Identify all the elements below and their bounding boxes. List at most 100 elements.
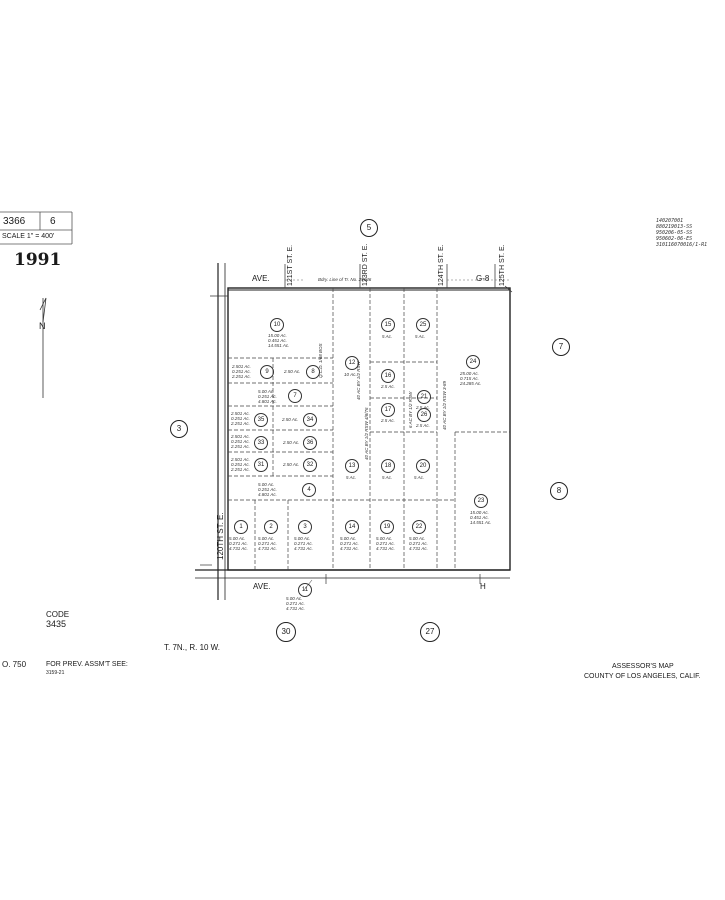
lot-acreage: 5 Ac. (382, 334, 393, 339)
lot-number: 3 (298, 520, 312, 534)
lot-number: 25 (416, 318, 430, 332)
lot-number: 23 (474, 494, 488, 508)
lot-acreage: 2.50 Ac. (282, 417, 299, 422)
lot-number: 15 (381, 318, 395, 332)
lot-number: 33 (254, 436, 268, 450)
revision-codes: 140207001 880219013-SS 950206-05-SS 9506… (656, 218, 707, 248)
map-year: 1991 (14, 250, 62, 270)
lot-acreage: 2.50 Ac. (283, 462, 300, 467)
vertical-note: 6 AC BY 1/2 RSW (408, 391, 413, 428)
north-arrow-icon: N (39, 321, 46, 331)
lot-acreage: 5.00 Ac.0.251 Ac.4.801 Ac. (258, 389, 277, 404)
lot-number: 17 (381, 403, 395, 417)
vertical-note: Q.C.D. 1/68 BOS (318, 343, 323, 378)
lot-number: 16 (381, 369, 395, 383)
code-value: 3435 (46, 619, 67, 629)
lot-number: 2 (264, 520, 278, 534)
lot-acreage: 5 Ac. (415, 334, 426, 339)
street-124th-label: 124TH ST. E. (438, 244, 445, 286)
lot-number: 11 (298, 583, 312, 597)
lot-acreage: 5 Ac. (382, 475, 393, 480)
lot-number: 31 (254, 458, 268, 472)
lot-acreage: 15.00 Ac.0.451 Ac.14.551 Ac. (470, 510, 492, 525)
street-ave-h-label: AVE. (253, 582, 271, 591)
street-125th-label: 125TH ST. E. (499, 244, 506, 286)
lot-acreage: 5 Ac. (346, 475, 357, 480)
lot-acreage: 2.50 Ac. (283, 440, 300, 445)
adjacent-page-right-top[interactable]: 7 (552, 338, 570, 356)
lot-acreage: 2.5 Ac. (381, 384, 395, 389)
lot-number: 7 (288, 389, 302, 403)
lot-acreage: 5.00 Ac.0.271 Ac.4.731 Ac. (229, 536, 248, 551)
prev-assessment-value: 3159-21 (46, 670, 65, 676)
lot-number: 12 (345, 356, 359, 370)
map-book-number: 3366 (3, 216, 26, 227)
lot-acreage: 2.501 Ac.0.251 Ac.2.251 Ac. (231, 457, 250, 472)
street-120th-label: 120TH ST. E. (216, 512, 225, 560)
street-ave-g8-label: AVE. (252, 274, 270, 283)
lot-number: 9 (260, 365, 274, 379)
lot-number: 4 (302, 483, 316, 497)
street-121st-label: 121ST ST. E. (287, 244, 294, 286)
lot-acreage: 2.501 Ac.0.251 Ac.2.251 Ac. (231, 411, 250, 426)
lot-number: 26 (417, 408, 431, 422)
lot-acreage: 15.00 Ac.0.451 Ac.14.551 Ac. (268, 333, 290, 348)
lot-acreage: 10 Ac. (344, 372, 357, 377)
lot-number: 8 (306, 365, 320, 379)
map-number-label: O. 750 (2, 660, 27, 669)
lot-number: 18 (381, 459, 395, 473)
tract-boundary-note: Bdry. Line of Tr. No. 29646 (318, 277, 372, 282)
lot-number: 32 (303, 458, 317, 472)
lot-number: 36 (303, 436, 317, 450)
lot-number: 34 (303, 413, 317, 427)
map-scale: SCALE 1" = 400' (2, 233, 55, 240)
township-range: T. 7N., R. 10 W. (164, 643, 221, 652)
lot-number: 24 (466, 355, 480, 369)
prev-assessment-label: FOR PREV. ASSM'T SEE: (46, 661, 128, 668)
lot-number: 20 (416, 459, 430, 473)
adjacent-page-left[interactable]: 3 (170, 420, 188, 438)
lot-acreage: 5.00 Ac.0.271 Ac.4.731 Ac. (286, 596, 305, 611)
lot-acreage: 2.5 Ac. (416, 423, 430, 428)
lot-acreage: 5.00 Ac.0.271 Ac.4.731 Ac. (294, 536, 313, 551)
lot-acreage: 5 Ac. (414, 475, 425, 480)
lot-acreage: 5.00 Ac.0.271 Ac.4.731 Ac. (376, 536, 395, 551)
revision-code: 880219013-SS (656, 224, 693, 230)
lot-number: 35 (254, 413, 268, 427)
revision-code: 140207001 (656, 218, 684, 224)
revision-code: 950206-05-SS (656, 230, 693, 236)
lot-acreage: 25.00 Ac.0.715 Ac.24.285 Ac. (460, 371, 482, 386)
lot-number: 21 (417, 390, 431, 404)
vertical-note: 40 AC BY 1/2 RSW 3-89 (442, 380, 447, 430)
lot-number: 14 (345, 520, 359, 534)
revision-code: 950602-06-ES (656, 236, 693, 242)
lot-acreage: 5.00 Ac.0.251 Ac.4.801 Ac. (258, 482, 277, 497)
lot-acreage: 2.501 Ac.0.251 Ac.2.251 Ac. (232, 364, 251, 379)
revision-code: 310116070016/1-R1 (656, 242, 708, 248)
adjacent-page-right-bottom[interactable]: 8 (550, 482, 568, 500)
street-g8-label: G-8 (476, 274, 490, 283)
lot-number: 13 (345, 459, 359, 473)
street-h-label: H (480, 582, 486, 591)
lot-acreage: 2.5 Ac. (416, 405, 430, 410)
lot-number: 19 (380, 520, 394, 534)
county-label: COUNTY OF LOS ANGELES, CALIF. (584, 673, 701, 680)
lot-acreage: 2.50 Ac. (284, 369, 301, 374)
lot-number: 1 (234, 520, 248, 534)
code-label: CODE (46, 610, 70, 619)
lot-acreage: 5.00 Ac.0.271 Ac.4.731 Ac. (409, 536, 428, 551)
lot-acreage: 5.00 Ac.0.271 Ac.4.731 Ac. (258, 536, 277, 551)
adjacent-page-top[interactable]: 5 (360, 219, 378, 237)
street-123rd-label: 123RD ST. E. (362, 243, 369, 286)
lot-acreage: 5.00 Ac.0.271 Ac.4.731 Ac. (340, 536, 359, 551)
vertical-note: 40 AC BY 1/2 RSW 4/8/76 (364, 407, 369, 460)
lot-number: 10 (270, 318, 284, 332)
lot-acreage: 2.5 Ac. (381, 418, 395, 423)
map-page-number: 6 (50, 216, 56, 227)
adjacent-page-bottom-right[interactable]: 27 (420, 622, 440, 642)
lot-acreage: 2.501 Ac.0.251 Ac.2.251 Ac. (231, 434, 250, 449)
adjacent-page-bottom-left[interactable]: 30 (276, 622, 296, 642)
lot-number: 22 (412, 520, 426, 534)
assessors-map-label: ASSESSOR'S MAP (612, 663, 674, 670)
